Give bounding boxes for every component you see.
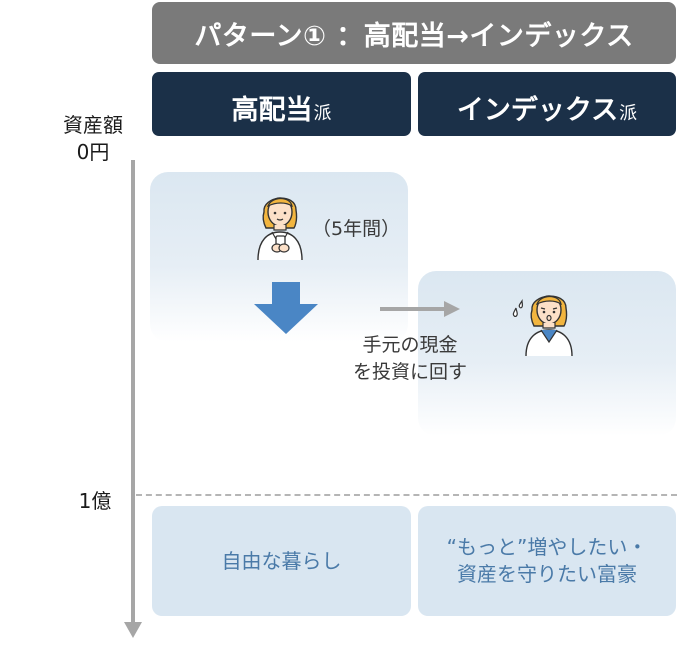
threshold-dashed-line — [136, 494, 677, 496]
column-header-main: 高配当 — [231, 95, 313, 126]
transition-label: 手元の現金 を投資に回す — [335, 332, 485, 386]
right-arrow-icon — [380, 301, 460, 317]
person-with-phone-icon — [257, 197, 303, 261]
down-arrow-icon — [254, 282, 318, 334]
column-header-suffix: 派 — [313, 103, 332, 124]
period-label: （5年間） — [312, 218, 401, 240]
column-header-main: インデックス — [456, 95, 619, 126]
outcome-text-line1: “もっと”増やしたい・ — [446, 535, 648, 559]
column-header-index: インデックス派 — [418, 72, 676, 136]
outcome-box-free-life: 自由な暮らし — [152, 506, 411, 616]
column-header-high-dividend: 高配当派 — [152, 72, 411, 136]
pattern-title: パターン① ：高配当→インデックス — [152, 2, 676, 64]
axis-zero-label: 0円 — [76, 140, 110, 164]
pattern-title-text: パターン① ：高配当→インデックス — [194, 20, 634, 52]
axis-arrowhead-icon — [124, 622, 142, 638]
transition-line1: 手元の現金 — [362, 334, 458, 356]
outcome-text: 自由な暮らし — [221, 548, 342, 573]
outcome-box-wealthy: “もっと”増やしたい・ 資産を守りたい富豪 — [418, 506, 676, 616]
axis-title-line1: 資産額 — [63, 113, 123, 137]
axis-label-100m: 1億 — [78, 489, 112, 513]
axis-title: 資産額 0円 — [48, 112, 138, 166]
person-sweating-icon — [512, 295, 573, 357]
transition-line2: を投資に回す — [352, 361, 467, 383]
asset-axis-line — [131, 160, 135, 630]
column-header-suffix: 派 — [619, 103, 638, 124]
outcome-text-line2: 資産を守りたい富豪 — [456, 562, 637, 586]
